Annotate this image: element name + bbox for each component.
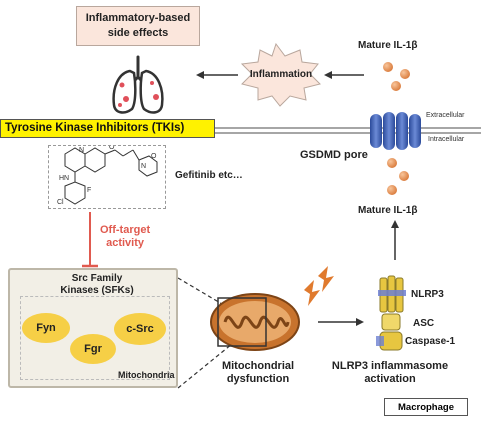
inflammasome-activation-label: NLRP3 inflammasome activation	[326, 360, 454, 386]
mol-atom-o2: O	[151, 153, 157, 160]
mol-atom-hn: HN	[59, 175, 69, 182]
molecule-drawing: HN Cl F N N O O	[57, 144, 158, 206]
intracellular-label: Intracellular	[428, 136, 465, 143]
macrophage-label: Macrophage	[384, 398, 468, 416]
mature-il1b-mid-label: Mature IL-1β	[358, 205, 418, 216]
lightning-icon	[304, 266, 334, 306]
off-target-inhibition-line	[82, 212, 98, 268]
mito-line2: dysfunction	[226, 373, 290, 385]
sfk-title: Src Family Kinases (SFKs)	[50, 273, 144, 297]
tki-banner: Tyrosine Kinase Inhibitors (TKIs)	[0, 119, 215, 138]
off-target-line1: Off-target	[100, 224, 151, 236]
zoom-line-bottom	[177, 343, 233, 389]
zoom-line-top	[177, 277, 223, 305]
kinase-fyn: Fyn	[22, 313, 70, 343]
gefitinib-structure: HN Cl F N N O O	[48, 144, 166, 209]
extracellular-il1b-particles	[383, 62, 410, 91]
mol-atom-o1: O	[109, 146, 115, 151]
inflammasome-icon	[376, 275, 406, 351]
mol-atom-cl: Cl	[57, 199, 64, 206]
mature-il1b-top-label: Mature IL-1β	[358, 40, 418, 51]
off-target-line2: activity	[106, 237, 145, 249]
mitochondrion-icon	[210, 293, 300, 351]
asc-label: ASC	[413, 318, 435, 329]
mitochondria-label: Mitochondria	[118, 370, 175, 380]
inflammation-burst	[240, 42, 321, 107]
inflammasome-line2: activation	[364, 373, 416, 385]
mito-dysfunction-label: Mitochondrial dysfunction	[218, 360, 298, 386]
side-effects-line2: side effects	[107, 27, 169, 39]
sfk-title-line2: Kinases (SFKs)	[60, 285, 134, 296]
inflammation-label: Inflammation	[249, 69, 313, 80]
extracellular-label: Extracellular	[426, 112, 465, 119]
sfk-title-line1: Src Family	[71, 273, 123, 284]
intracellular-il1b-particles	[387, 158, 409, 195]
side-effects-line1: Inflammatory-based	[85, 12, 191, 24]
kinase-fgr: Fgr	[70, 334, 116, 364]
inflammasome-line1: NLRP3 inflammasome	[331, 360, 449, 372]
side-effects-box: Inflammatory-based side effects	[76, 6, 200, 46]
lungs-icon	[112, 55, 164, 114]
nlrp3-label: NLRP3	[411, 289, 444, 300]
mol-atom-f: F	[87, 187, 91, 194]
mito-line1: Mitochondrial	[221, 360, 295, 372]
off-target-label: Off-target activity	[100, 224, 150, 250]
caspase-label: Caspase-1	[405, 336, 456, 347]
gsdmd-pore-icon	[370, 112, 421, 150]
mol-atom-n2: N	[141, 163, 146, 170]
gefitinib-label: Gefitinib etc…	[175, 170, 243, 181]
kinase-c-src: c-Src	[114, 313, 166, 345]
mitochondria-region	[20, 296, 170, 380]
mol-atom-n1: N	[79, 147, 84, 154]
gsdmd-pore-label: GSDMD pore	[300, 149, 368, 161]
